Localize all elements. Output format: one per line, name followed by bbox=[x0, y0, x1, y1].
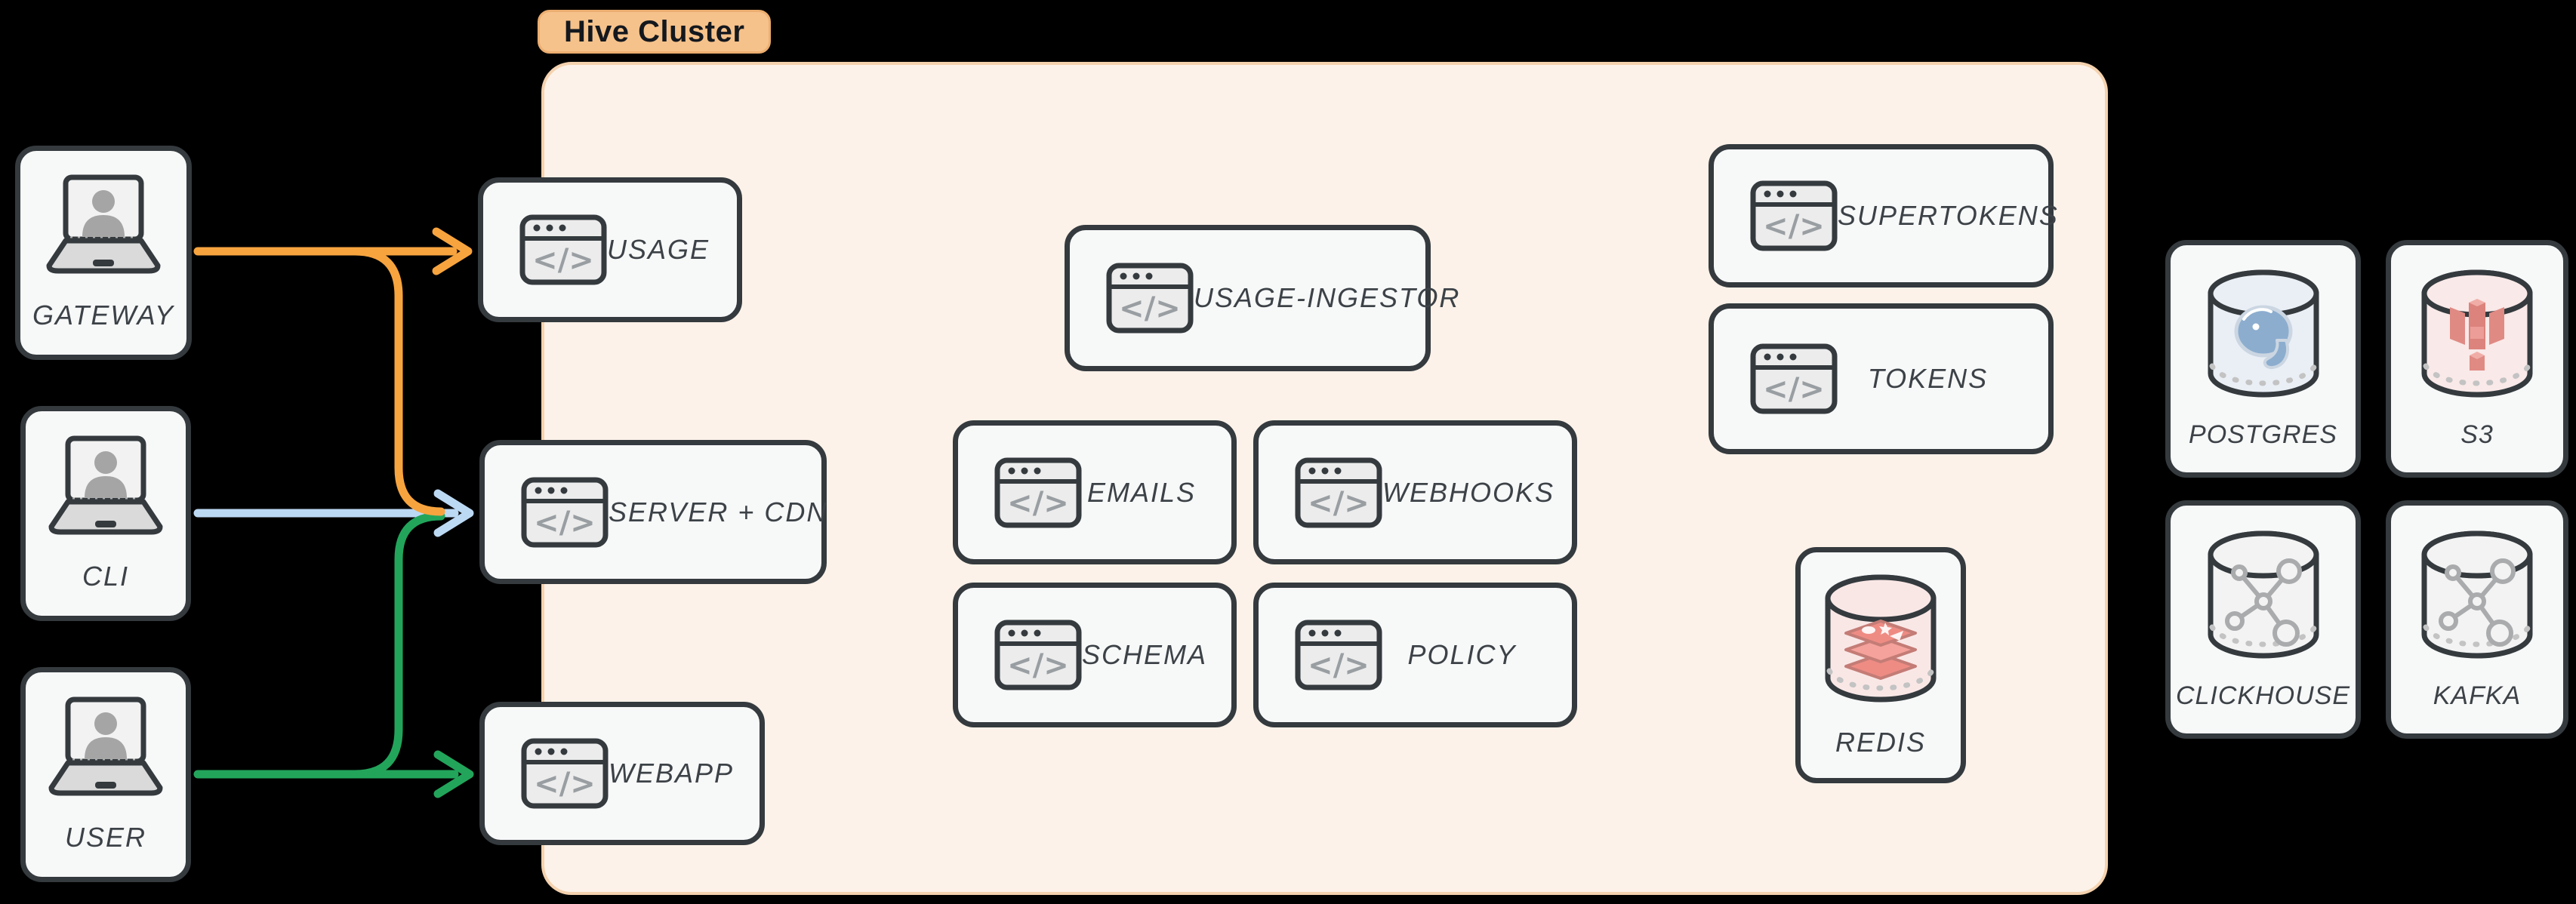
node-label-supertokens: SUPERTOKENS bbox=[1838, 200, 2059, 231]
code-window-icon bbox=[1750, 343, 1838, 414]
node-schema: SCHEMA bbox=[953, 583, 1237, 727]
s3-database-icon bbox=[2418, 268, 2536, 401]
code-window-icon bbox=[994, 457, 1082, 528]
code-window-icon bbox=[521, 738, 609, 809]
node-label-clickhouse: CLICKHOUSE bbox=[2175, 681, 2351, 710]
node-label-user: USER bbox=[64, 821, 147, 853]
node-label-usage-ingestor: USAGE-INGESTOR bbox=[1194, 282, 1461, 313]
cluster-badge-label: Hive Cluster bbox=[564, 14, 745, 48]
laptop-user-icon bbox=[39, 174, 168, 274]
node-label-webapp: WEBAPP bbox=[609, 758, 735, 789]
arrowhead-usage bbox=[432, 227, 473, 275]
node-label-webhooks: WEBHOOKS bbox=[1382, 476, 1555, 508]
node-label-redis: REDIS bbox=[1835, 726, 1927, 758]
node-emails: EMAILS bbox=[953, 420, 1237, 564]
node-cli: CLI bbox=[20, 406, 191, 621]
postgres-database-icon bbox=[2205, 268, 2322, 401]
node-s3: S3 bbox=[2386, 240, 2568, 478]
code-window-icon bbox=[521, 477, 609, 548]
node-usage-ingestor: USAGE-INGESTOR bbox=[1065, 225, 1459, 371]
node-label-kafka: KAFKA bbox=[2433, 681, 2522, 710]
node-label-policy: POLICY bbox=[1407, 639, 1517, 670]
code-window-icon bbox=[1106, 263, 1194, 334]
node-kafka: KAFKA bbox=[2386, 500, 2568, 739]
redis-database-icon bbox=[1822, 573, 1940, 706]
node-label-usage: USAGE bbox=[607, 234, 710, 265]
node-label-cli: CLI bbox=[82, 560, 130, 592]
code-window-icon bbox=[994, 620, 1082, 690]
node-supertokens: SUPERTOKENS bbox=[1709, 144, 2057, 287]
node-label-server-cdn: SERVER + CDN bbox=[609, 496, 828, 527]
node-gateway: GATEWAY bbox=[15, 146, 192, 360]
code-window-icon bbox=[519, 214, 607, 285]
arrowhead-webapp bbox=[433, 750, 474, 798]
node-postgres: POSTGRES bbox=[2165, 240, 2361, 478]
edge-user-to-server-cdn bbox=[350, 512, 445, 779]
laptop-user-icon bbox=[41, 435, 171, 535]
node-redis: REDIS bbox=[1795, 547, 1966, 783]
node-label-gateway: GATEWAY bbox=[32, 300, 175, 331]
node-webapp: WEBAPP bbox=[479, 702, 765, 845]
node-user: USER bbox=[20, 667, 191, 882]
edge-gateway-to-server-cdn bbox=[350, 247, 445, 516]
code-window-icon bbox=[1295, 620, 1382, 690]
arrowhead-server-cdn bbox=[433, 489, 474, 537]
node-label-postgres: POSTGRES bbox=[2189, 420, 2337, 449]
node-webhooks: WEBHOOKS bbox=[1253, 420, 1577, 564]
node-label-emails: EMAILS bbox=[1086, 476, 1197, 508]
node-server-cdn: SERVER + CDN bbox=[479, 440, 827, 584]
node-usage: USAGE bbox=[478, 177, 742, 322]
node-clickhouse: CLICKHOUSE bbox=[2165, 500, 2361, 739]
molecule-database-icon bbox=[2205, 529, 2322, 662]
node-tokens: TOKENS bbox=[1709, 303, 2054, 454]
node-label-s3: S3 bbox=[2460, 420, 2494, 449]
node-policy: POLICY bbox=[1253, 583, 1577, 727]
molecule-database-icon bbox=[2418, 529, 2536, 662]
node-label-tokens: TOKENS bbox=[1867, 363, 1989, 394]
node-label-schema: SCHEMA bbox=[1082, 639, 1208, 670]
code-window-icon bbox=[1750, 180, 1838, 251]
code-window-icon bbox=[1295, 457, 1382, 528]
cluster-badge: Hive Cluster bbox=[538, 10, 772, 54]
laptop-user-icon bbox=[41, 696, 171, 796]
